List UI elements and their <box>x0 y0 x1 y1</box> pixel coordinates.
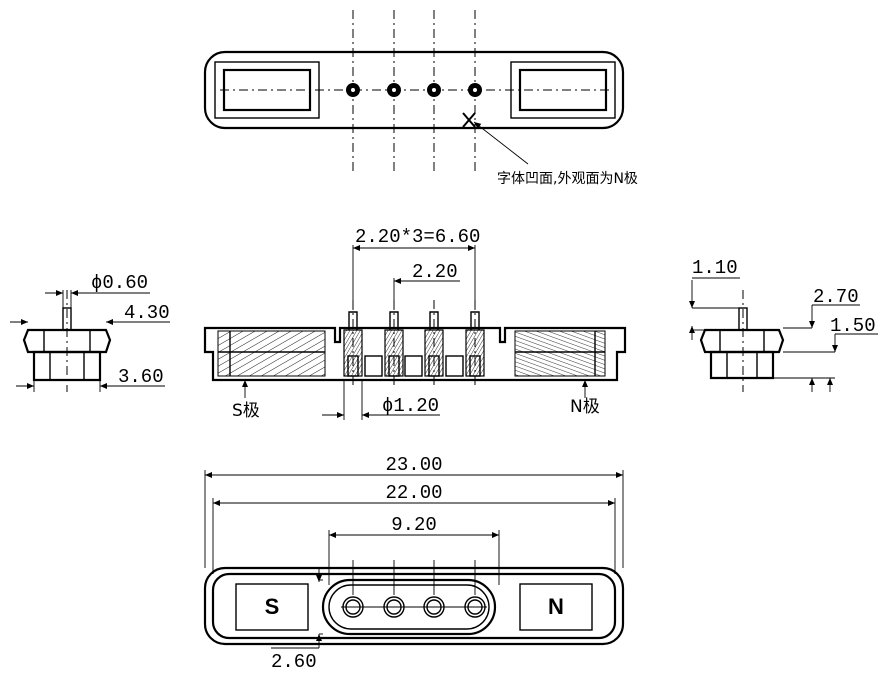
top-view: 字体凹面,外观面为N极 <box>203 10 638 187</box>
n-pad-label: N <box>548 594 564 619</box>
inner-width-label: 22.00 <box>385 482 442 504</box>
bottom-pins <box>341 596 487 618</box>
bottom-view: S N 23.00 22.00 9.20 <box>203 454 625 673</box>
left-body-height-label: 3.60 <box>118 366 164 388</box>
top-view-note: 字体凹面,外观面为N极 <box>497 171 638 187</box>
left-view-hex-top <box>22 328 112 354</box>
right-overall-label: 2.70 <box>813 286 859 308</box>
note-leader <box>473 121 529 165</box>
s-pad <box>235 583 309 631</box>
right-view: 1.10 2.70 1.50 <box>689 257 878 392</box>
pitch-total-label: 2.20*3=6.60 <box>355 226 480 248</box>
pitch-label: 2.20 <box>412 261 458 283</box>
n-pad <box>519 583 593 631</box>
right-step-label: 1.50 <box>830 315 876 337</box>
pin-span-label: 9.20 <box>391 514 437 536</box>
left-height-label: 4.30 <box>124 302 170 324</box>
edge-label: 2.60 <box>271 651 317 673</box>
pin-track <box>321 578 497 636</box>
n-pole-mark-icon <box>462 112 476 128</box>
right-view-hex-top <box>699 328 785 354</box>
front-view-n-magnet <box>514 330 606 377</box>
n-pole-label: N极 <box>570 397 600 417</box>
left-pin-dia-label: ϕ0.60 <box>91 272 148 294</box>
left-view: ϕ0.60 4.30 3.60 <box>10 272 170 392</box>
bottom-view-outline <box>203 566 625 646</box>
top-view-outline <box>203 50 625 130</box>
front-view-body <box>203 326 627 382</box>
s-pad-label: S <box>265 594 280 619</box>
front-view-pins <box>343 311 485 377</box>
overall-width-label: 23.00 <box>385 454 442 476</box>
front-view: 2.20*3=6.60 2.20 ϕ1.20 S极 N极 <box>203 226 627 421</box>
s-pole-label: S极 <box>232 401 260 421</box>
front-view-s-magnet <box>217 330 326 377</box>
bottom-view-inner-outline <box>211 572 617 640</box>
right-view-hex-bottom <box>709 350 775 380</box>
right-pin-len-label: 1.10 <box>692 257 738 279</box>
pin-dia-label: ϕ1.20 <box>382 395 439 417</box>
